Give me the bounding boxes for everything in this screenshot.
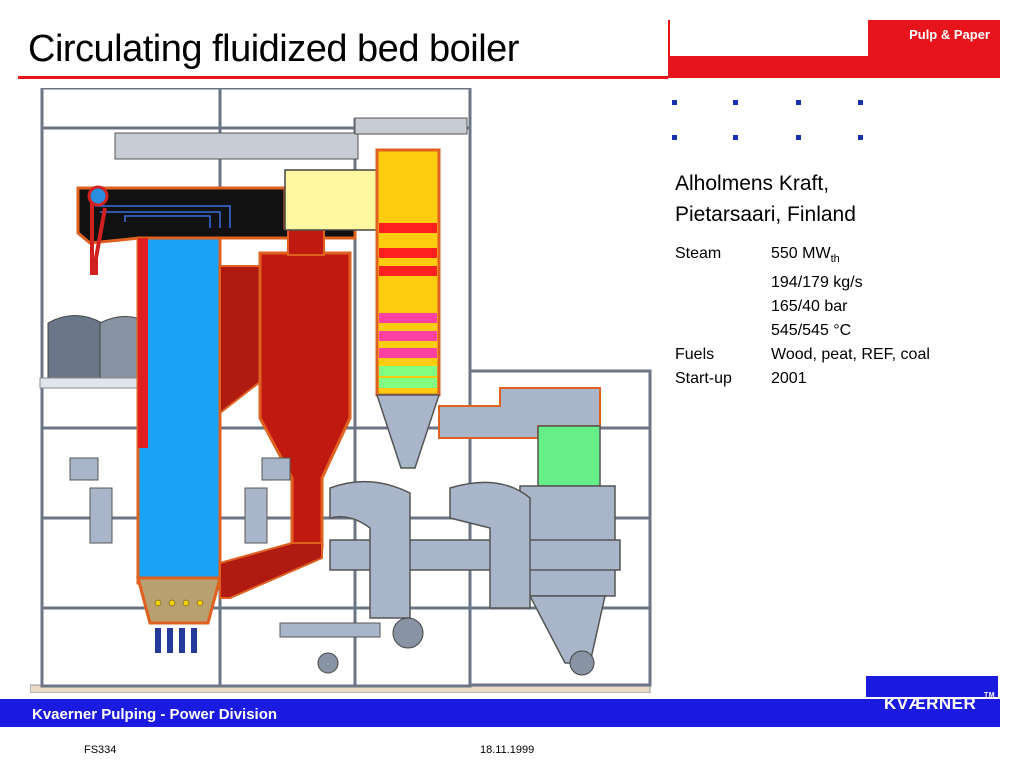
spec-subscript: th bbox=[830, 253, 840, 266]
spec-key: Fuels bbox=[675, 346, 715, 364]
spec-row: Fuels Wood, peat, REF, coal bbox=[675, 343, 930, 367]
dot bbox=[733, 100, 738, 105]
dot bbox=[733, 135, 738, 140]
lower-air-pipe bbox=[279, 622, 381, 638]
plant-name-line2: Pietarsaari, Finland bbox=[675, 203, 856, 226]
spec-row: 194/179 kg/s bbox=[675, 271, 930, 295]
brand-tab-strip bbox=[670, 56, 1000, 75]
spec-key bbox=[675, 295, 771, 319]
spec-value: 194/179 kg/s bbox=[771, 274, 863, 292]
brand-tag: Pulp & Paper bbox=[909, 27, 990, 42]
spec-key: Start-up bbox=[675, 370, 732, 388]
crossover-duct bbox=[284, 169, 381, 231]
division-label: Kvaerner Pulping - Power Division bbox=[32, 706, 278, 723]
spec-row: 545/545 °C bbox=[675, 319, 930, 343]
footer-bar: Kvaerner Pulping - Power Division bbox=[0, 699, 1000, 727]
downcomer bbox=[90, 203, 107, 275]
company-logo: KVÆRNER TM bbox=[866, 676, 998, 724]
footer-divider bbox=[866, 697, 1000, 699]
plant-name: Alholmens Kraft, Pietarsaari, Finland bbox=[675, 168, 930, 230]
spec-value: 165/40 bar bbox=[771, 298, 848, 316]
pa-fan bbox=[392, 617, 424, 649]
spec-row: Steam 550 MWth bbox=[675, 242, 930, 271]
spec-row: Start-up 2001 bbox=[675, 367, 930, 391]
spec-key bbox=[675, 319, 771, 343]
air-nozzles bbox=[155, 628, 197, 653]
decorative-dots bbox=[672, 100, 872, 145]
dot bbox=[672, 135, 677, 140]
page-title: Circulating fluidized bed boiler bbox=[28, 28, 519, 70]
spec-value: Wood, peat, REF, coal bbox=[771, 346, 930, 364]
document-id: FS334 bbox=[84, 744, 117, 756]
furnace-riser-red bbox=[138, 238, 148, 448]
furnace-wall bbox=[136, 236, 222, 585]
cyclone-outlet-pipe bbox=[287, 229, 325, 256]
spec-table: Steam 550 MWth 194/179 kg/s 165/40 bar 5… bbox=[675, 242, 930, 391]
steam-drum bbox=[87, 185, 109, 207]
fuel-feeders bbox=[69, 457, 291, 544]
spec-key: Steam bbox=[675, 245, 722, 262]
plant-name-line1: Alholmens Kraft, bbox=[675, 172, 830, 195]
logo-trademark: TM bbox=[984, 692, 996, 699]
dot bbox=[858, 100, 863, 105]
bed-nozzles bbox=[154, 599, 204, 607]
spec-row: 165/40 bar bbox=[675, 295, 930, 319]
steam-pipes bbox=[95, 205, 231, 228]
spec-key bbox=[675, 271, 771, 295]
back-pass-hopper bbox=[375, 394, 441, 469]
fgr-duct bbox=[449, 481, 531, 609]
loop-seal bbox=[219, 542, 323, 599]
dot bbox=[858, 135, 863, 140]
sa-fan bbox=[317, 652, 339, 674]
furnace-bottom-hopper bbox=[136, 576, 222, 625]
dot bbox=[796, 100, 801, 105]
fan bbox=[569, 650, 595, 676]
dot bbox=[796, 135, 801, 140]
esp-hopper bbox=[528, 595, 606, 664]
spec-value: 2001 bbox=[771, 370, 807, 388]
air-preheater bbox=[537, 425, 601, 487]
brand-tab-box: Pulp & Paper bbox=[868, 20, 1000, 56]
document-date: 18.11.1999 bbox=[480, 744, 535, 756]
brand-tab: Pulp & Paper bbox=[668, 20, 1000, 78]
boiler-diagram bbox=[30, 88, 652, 693]
dot bbox=[672, 100, 677, 105]
spec-value: 545/545 °C bbox=[771, 322, 852, 340]
cyclone-inlet-duct bbox=[219, 265, 266, 416]
upper-platform bbox=[354, 117, 468, 135]
top-platform bbox=[114, 132, 359, 160]
plant-info: Alholmens Kraft, Pietarsaari, Finland St… bbox=[675, 168, 930, 391]
spec-value: 550 MWth bbox=[771, 245, 840, 266]
title-underline bbox=[18, 76, 668, 79]
heat-exchanger-bands bbox=[379, 223, 437, 388]
